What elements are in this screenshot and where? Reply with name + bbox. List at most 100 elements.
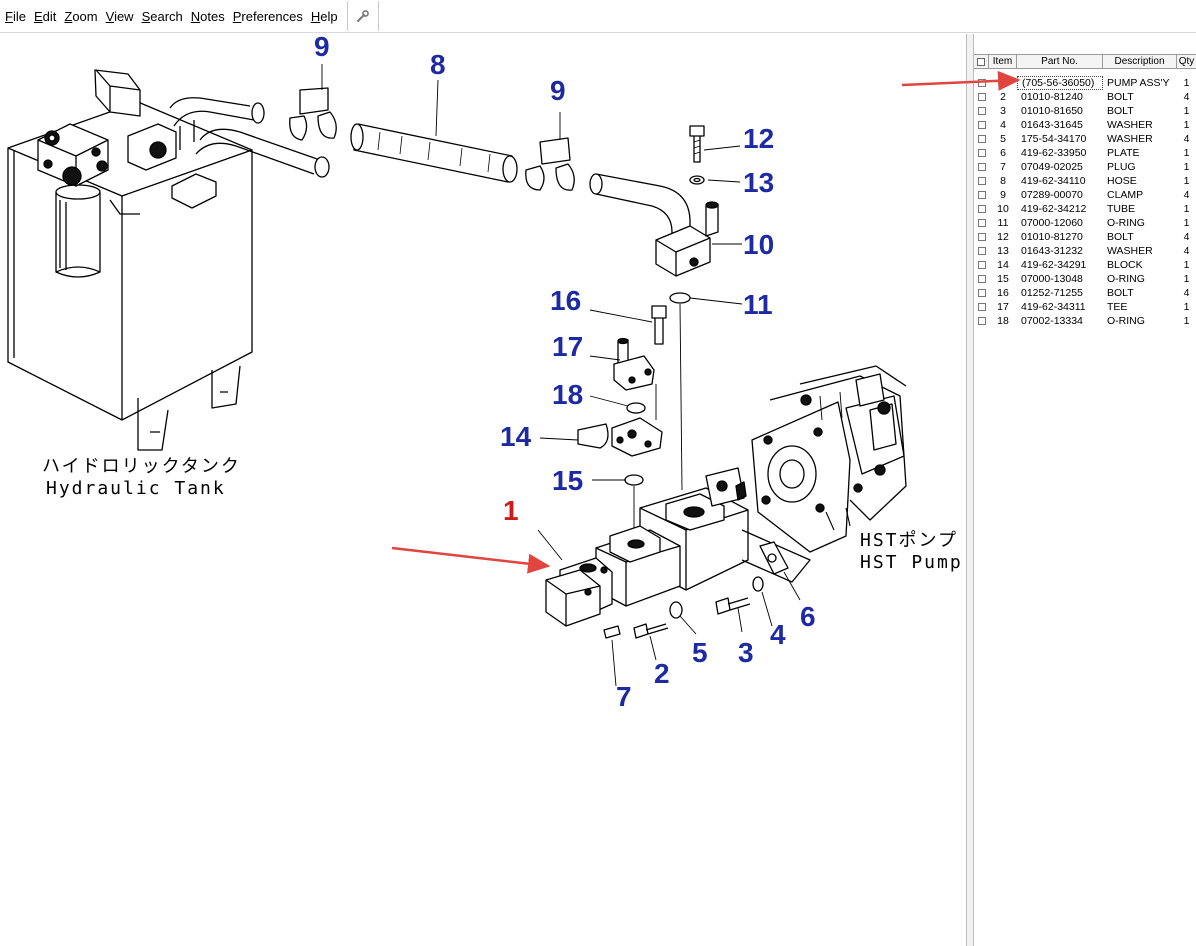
parts-row[interactable]: 6 419-62-33950 PLATE 1 [974,146,1196,160]
row-part-number: 01010-81650 [1021,105,1083,117]
tank-caption-jp: ハイドロリックタンク [42,456,241,477]
parts-row[interactable]: 13 01643-31232 WASHER 4 [974,244,1196,258]
callout-4: 4 [770,619,786,650]
exploded-view-drawing: 1 2 3 4 5 6 7 8 9 9 10 11 12 13 14 15 16… [7,34,961,712]
row-item-number: 2 [1000,91,1006,103]
o-ring-18-drawing [626,402,646,414]
parts-row[interactable]: 3 01010-81650 BOLT 1 [974,104,1196,118]
tank-caption-en: Hydraulic Tank [46,478,226,499]
row-checkbox[interactable] [974,121,989,129]
callout-12: 12 [743,123,774,154]
parts-row[interactable]: 10 419-62-34212 TUBE 1 [974,202,1196,216]
plate-6-drawing [759,541,789,575]
row-checkbox[interactable] [974,261,989,269]
menu-help[interactable]: Help [310,8,338,24]
menu-bar: File Edit Zoom View Search Notes Prefere… [0,0,1196,33]
row-item-number: 8 [1000,175,1006,187]
row-item-number: 6 [1000,147,1006,159]
row-item-number: 13 [997,245,1009,257]
menu-edit[interactable]: Edit [33,8,57,24]
row-part-number: 419-62-34110 [1021,175,1086,187]
select-all-checkbox[interactable] [974,55,989,69]
tube-10-drawing [589,173,719,277]
row-quantity: 4 [1183,189,1190,201]
parts-row[interactable]: 17 419-62-34311 TEE 1 [974,300,1196,314]
column-header-qty[interactable]: Qty [1178,56,1195,67]
menu-view[interactable]: View [105,8,134,24]
row-quantity: 1 [1183,273,1190,285]
column-header-item[interactable]: Item [989,55,1017,69]
callout-6: 6 [800,601,816,632]
menu-search[interactable]: Search [141,8,183,24]
bolt-12-drawing [689,125,705,185]
column-header-description[interactable]: Description [1103,55,1177,69]
block-14-drawing [577,417,663,457]
row-checkbox[interactable] [974,233,989,241]
row-checkbox[interactable] [974,177,989,185]
column-header-part-no[interactable]: Part No. [1017,55,1103,69]
row-part-number: 07000-13048 [1021,273,1083,285]
parts-diagram-canvas[interactable]: 1 2 3 4 5 6 7 8 9 9 10 11 12 13 14 15 16… [0,34,966,946]
o-ring-15-drawing [624,474,644,486]
parts-row[interactable]: 1 (705-56-36050) PUMP ASS'Y 1 [974,76,1196,90]
o-ring-11-drawing [669,292,691,304]
row-checkbox[interactable] [974,163,989,171]
parts-row[interactable]: 2 01010-81240 BOLT 4 [974,90,1196,104]
row-checkbox[interactable] [974,205,989,213]
parts-row[interactable]: 7 07049-02025 PLUG 1 [974,160,1196,174]
parts-row[interactable]: 15 07000-13048 O-RING 1 [974,272,1196,286]
row-checkbox[interactable] [974,219,989,227]
hydraulic-tank-drawing [7,69,330,451]
menu-zoom[interactable]: Zoom [64,8,98,24]
row-description: BOLT [1107,287,1134,299]
menu-preferences[interactable]: Preferences [232,8,303,24]
parts-row[interactable]: 8 419-62-34110 HOSE 1 [974,174,1196,188]
parts-row[interactable]: 14 419-62-34291 BLOCK 1 [974,258,1196,272]
row-item-number: 9 [1000,189,1006,201]
row-checkbox[interactable] [974,191,989,199]
parts-row[interactable]: 9 07289-00070 CLAMP 4 [974,188,1196,202]
row-quantity: 1 [1183,259,1190,271]
row-item-number: 17 [997,301,1009,313]
row-checkbox[interactable] [974,93,989,101]
row-checkbox[interactable] [974,303,989,311]
row-checkbox[interactable] [974,317,989,325]
row-checkbox[interactable] [974,107,989,115]
panel-splitter[interactable] [966,34,974,946]
menu-divider [377,1,379,31]
bolt-3-drawing [715,597,751,615]
row-description: HOSE [1107,175,1137,187]
menu-notes[interactable]: Notes [190,8,225,24]
row-checkbox[interactable] [974,135,989,143]
parts-row[interactable]: 16 01252-71255 BOLT 4 [974,286,1196,300]
parts-row[interactable]: 11 07000-12060 O-RING 1 [974,216,1196,230]
callout-14: 14 [500,421,532,452]
callout-13: 13 [743,167,774,198]
row-checkbox[interactable] [974,275,989,283]
row-description: PLATE [1107,147,1140,159]
row-part-number: 07049-02025 [1021,161,1083,173]
row-checkbox[interactable] [974,149,989,157]
parts-list-panel: Item Part No. Description Qty 1 (705-56-… [974,34,1196,946]
pump-caption-jp: HSTポンプ [860,530,958,551]
parts-row[interactable]: 4 01643-31645 WASHER 1 [974,118,1196,132]
row-item-number: 14 [997,259,1009,271]
callout-5: 5 [692,637,708,668]
row-quantity: 4 [1183,287,1190,299]
wrench-icon[interactable] [351,4,375,28]
row-checkbox[interactable] [974,79,989,87]
row-quantity: 4 [1183,91,1190,103]
row-description: BOLT [1107,105,1134,117]
row-item-number: 10 [997,203,1009,215]
parts-row[interactable]: 12 01010-81270 BOLT 4 [974,230,1196,244]
plug-7-drawing [603,625,621,639]
row-quantity: 1 [1183,77,1190,89]
row-quantity: 1 [1183,217,1190,229]
row-checkbox[interactable] [974,247,989,255]
parts-row[interactable]: 5 175-54-34170 WASHER 4 [974,132,1196,146]
row-checkbox[interactable] [974,289,989,297]
parts-row[interactable]: 18 07002-13334 O-RING 1 [974,314,1196,328]
menu-file[interactable]: File [5,8,26,24]
row-item-number: 1 [1000,77,1006,89]
row-description: WASHER [1107,245,1153,257]
